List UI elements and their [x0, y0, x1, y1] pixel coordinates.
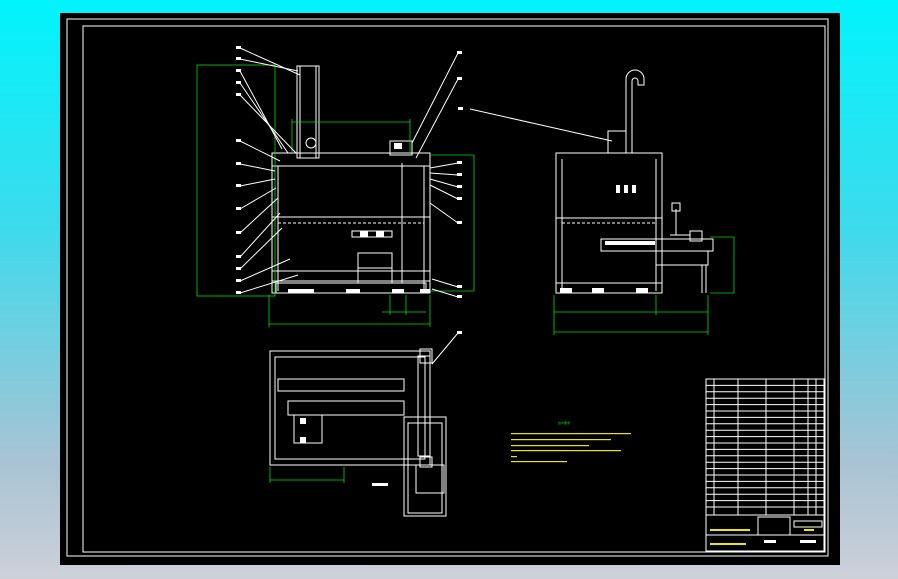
cad-viewport[interactable]: 技术要求 — [60, 13, 840, 565]
front-view — [196, 46, 475, 327]
sheet-border-inner — [82, 25, 826, 553]
technical-notes-heading: 技术要求 — [558, 420, 570, 425]
engineering-drawing: 技术要求 — [66, 18, 829, 557]
top-view — [269, 331, 462, 517]
technical-notes: 技术要求 — [511, 420, 631, 463]
sheet-border-outer — [66, 18, 829, 557]
side-view — [458, 69, 735, 335]
title-block — [705, 378, 825, 552]
